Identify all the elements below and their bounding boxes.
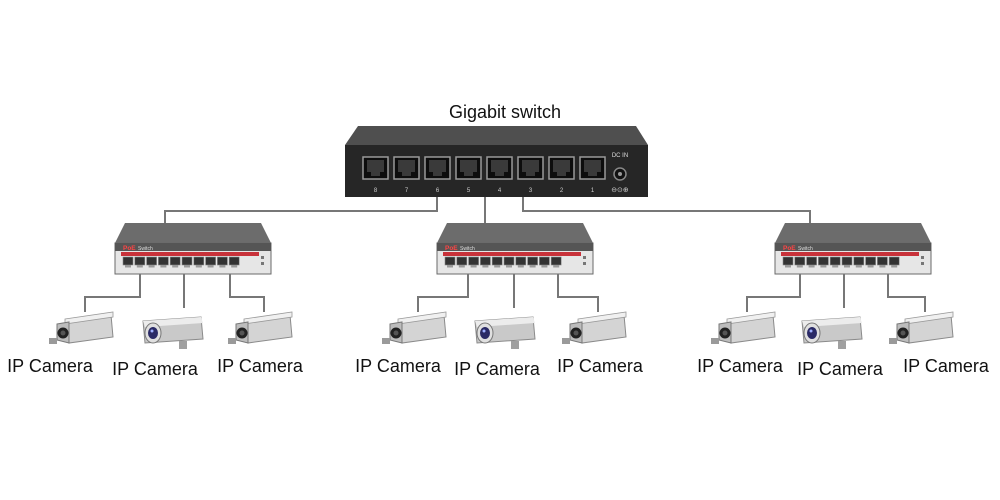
camera-cables <box>84 274 265 312</box>
gigabit-switch-port: 5 <box>455 156 482 194</box>
ip-camera <box>142 316 204 349</box>
gigabit-switch-port: 7 <box>393 156 420 194</box>
camera-label: IP Camera <box>454 359 541 379</box>
power-polarity-icon: ⊖⊙⊕ <box>611 187 629 194</box>
poe-port <box>491 256 503 266</box>
poe-port <box>468 256 479 266</box>
gigabit-switch-port: 4 <box>486 156 513 194</box>
ip-camera <box>711 311 776 344</box>
ip-camera <box>49 311 114 344</box>
gigabit-switch-port: 3 <box>517 156 544 194</box>
poe-port <box>829 256 841 266</box>
ip-camera <box>228 311 293 344</box>
poe-indicator-led <box>921 256 924 259</box>
poe-port <box>158 256 169 266</box>
poe-port <box>181 256 193 266</box>
poe-port <box>503 256 515 266</box>
port-number: 7 <box>405 188 409 194</box>
gigabit-switch: 8 7 6 5 4 3 2 1 DC IN ⊖⊙⊕ <box>345 126 648 197</box>
poe-port <box>122 256 134 266</box>
power-jack-pin <box>618 172 622 176</box>
uplink-cable-right <box>522 197 811 223</box>
poe-indicator-led <box>261 256 264 259</box>
poe-port <box>217 256 228 266</box>
poe-port <box>456 256 468 266</box>
port-number: 6 <box>436 188 440 194</box>
poe-port <box>841 256 853 266</box>
poe-port <box>515 256 527 266</box>
poe-badge: PoE <box>783 245 796 252</box>
camera-cables <box>417 274 599 312</box>
port-number: 2 <box>560 188 564 194</box>
port-number: 8 <box>374 188 378 194</box>
poe-port <box>480 256 491 266</box>
gigabit-switch-port: 2 <box>548 156 575 194</box>
poe-switch-top <box>775 223 931 243</box>
poe-port <box>527 256 538 266</box>
poe-port <box>888 256 900 266</box>
poe-port <box>877 256 888 266</box>
gigabit-switch-port: 1 <box>579 156 606 194</box>
gigabit-switch-port: 8 <box>362 156 389 194</box>
poe-badge: PoE <box>123 245 136 252</box>
camera-label: IP Camera <box>797 359 884 379</box>
poe-port <box>169 256 181 266</box>
port-number: 4 <box>498 188 502 194</box>
camera-label: IP Camera <box>355 356 442 376</box>
port-number: 5 <box>467 188 471 194</box>
uplink-cable-left <box>164 197 438 223</box>
camera-label: IP Camera <box>697 356 784 376</box>
ip-camera <box>382 311 447 344</box>
camera-label: IP Camera <box>217 356 304 376</box>
poe-port <box>539 256 550 266</box>
poe-switch-text: Switch <box>798 246 813 252</box>
poe-indicator-led <box>583 256 586 259</box>
poe-port <box>134 256 146 266</box>
poe-switch-text: Switch <box>460 246 475 252</box>
poe-port <box>853 256 865 266</box>
diagram-title: Gigabit switch <box>449 102 561 122</box>
poe-port <box>794 256 806 266</box>
ip-camera <box>562 311 627 344</box>
port-number: 1 <box>591 188 595 194</box>
ip-camera <box>889 311 954 344</box>
poe-switch-top <box>437 223 593 243</box>
uplink-cables <box>164 197 811 223</box>
gigabit-switch-top <box>345 126 648 145</box>
camera-cables <box>746 274 926 312</box>
poe-badge: PoE <box>445 245 458 252</box>
poe-switch-top <box>115 223 271 243</box>
poe-port <box>550 256 562 266</box>
poe-port <box>782 256 794 266</box>
poe-port <box>228 256 240 266</box>
power-label: DC IN <box>612 153 628 159</box>
ip-camera <box>474 316 536 349</box>
poe-port <box>205 256 216 266</box>
camera-label: IP Camera <box>903 356 990 376</box>
poe-port <box>444 256 456 266</box>
poe-port <box>806 256 817 266</box>
camera-label: IP Camera <box>7 356 94 376</box>
poe-port <box>193 256 205 266</box>
ip-camera <box>801 316 863 349</box>
poe-port <box>146 256 157 266</box>
poe-port <box>818 256 829 266</box>
poe-port <box>865 256 876 266</box>
gigabit-switch-port: 6 <box>424 156 451 194</box>
port-number: 3 <box>529 188 533 194</box>
camera-label: IP Camera <box>557 356 644 376</box>
poe-switch-text: Switch <box>138 246 153 252</box>
camera-label: IP Camera <box>112 359 199 379</box>
